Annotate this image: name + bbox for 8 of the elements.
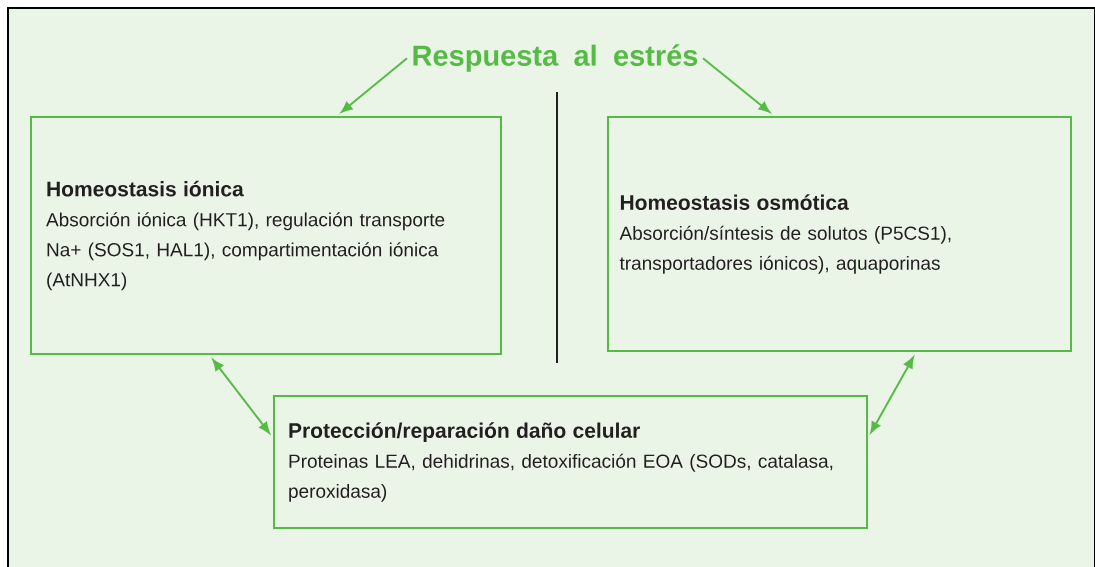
arrow (212, 359, 270, 434)
arrow (702, 57, 770, 113)
process-box: Homeostasis osmótica Absorción/síntesis de solutos (P5CS1), transportadores iónicos), aquaporinas (607, 116, 1072, 352)
arrow (341, 57, 408, 113)
process-box: Protección/reparación daño celular Proteinas LEA, dehidrinas, detoxificación EOA (SODs, catalasa, peroxidasa) (273, 395, 868, 529)
process-box: Homeostasis iónica Absorción iónica (HKT1), regulación transporte Na+ (SOS1, HAL1), compartimentación iónica (AtNHX1) (30, 116, 502, 355)
arrow (870, 357, 914, 433)
title-text: Respuesta al estrés (413, 44, 698, 72)
